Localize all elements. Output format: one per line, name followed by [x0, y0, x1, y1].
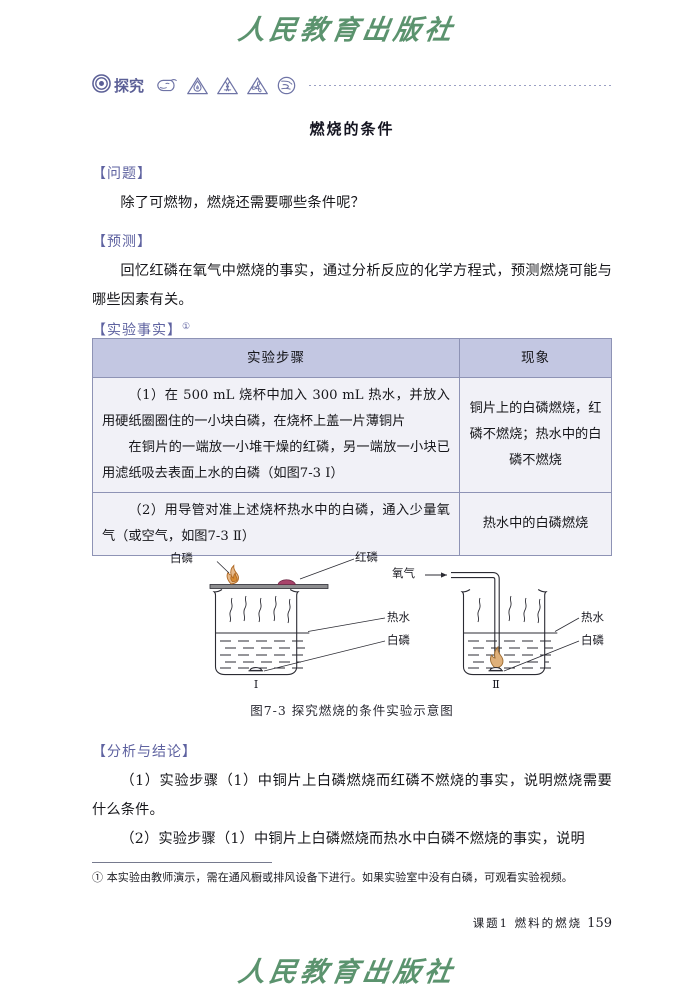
- figure-label-red-phosphorus: 红磷: [355, 550, 378, 564]
- facts-tag: 【实验事实】①: [92, 313, 612, 346]
- table-header-row: 实验步骤 现象: [92, 338, 612, 378]
- step-text: 在铜片的一端放一小堆干燥的红磷，另一端放一小块已用滤纸吸去表面上水的白磷（如图7…: [102, 440, 450, 481]
- figure-label-hot-water-right: 热水: [581, 610, 604, 624]
- explore-label-text: 探究: [114, 76, 145, 95]
- question-block: 【问题】 除了可燃物，燃烧还需要哪些条件呢？: [92, 160, 612, 218]
- figure-label-white-phosphorus-right: 白磷: [581, 633, 604, 647]
- table-row: （2）用导管对准上述烧杯热水中的白磷，通入少量氧气（或空气，如图7-3 Ⅱ） 热…: [92, 492, 612, 556]
- figure-label-oxygen: 氧气: [392, 566, 415, 580]
- figure-numeral-2: Ⅱ: [492, 678, 499, 691]
- analysis-tag: 【分析与结论】: [92, 744, 197, 760]
- footnote-marker: ①: [182, 322, 192, 332]
- goggles-icon: [155, 76, 179, 94]
- figure-svg: Ⅰ: [209, 558, 580, 691]
- explore-header: 探究: [92, 68, 612, 102]
- figure-numeral-1: Ⅰ: [254, 678, 258, 691]
- page-title: 燃烧的条件: [309, 120, 395, 138]
- step-text: （2）用导管对准上述烧杯热水中的白磷，通入少量氧气（或空气，如图7-3 Ⅱ）: [102, 503, 450, 544]
- analysis-block: 【分析与结论】 （1）实验步骤（1）中铜片上白磷燃烧而红磷不燃烧的事实，说明燃烧…: [92, 738, 612, 854]
- predict-tag: 【预测】: [92, 234, 152, 250]
- question-text: 除了可燃物，燃烧还需要哪些条件呢？: [120, 195, 365, 211]
- footnote-text: ① 本实验由教师演示，需在通风橱或排风设备下进行。如果实验室中没有白磷，可观看实…: [92, 871, 573, 884]
- corrosive-warning-icon: [216, 76, 239, 95]
- figure-label-hot-water-left: 热水: [387, 610, 410, 624]
- page-number: 159: [587, 916, 612, 931]
- publisher-logo-bottom: 人民教育出版社: [236, 957, 458, 988]
- handwash-icon: [276, 76, 297, 95]
- step-text: （1）在 500 mL 烧杯中加入 300 mL 热水，并放入用硬纸圈圈住的一小…: [102, 388, 450, 429]
- analysis-item-2: （2）实验步骤（1）中铜片上白磷燃烧而热水中白磷不燃烧的事实，说明: [120, 831, 585, 847]
- figure-label-phosphorus-bottom-left: 白磷: [387, 633, 410, 647]
- question-tag: 【问题】: [92, 166, 152, 182]
- page-footer: 课题1 燃料的燃烧 159: [92, 915, 612, 931]
- safety-icon-row: [155, 76, 297, 95]
- table-header-steps: 实验步骤: [92, 338, 460, 378]
- ventilation-warning-icon: [246, 76, 269, 95]
- table-cell-steps-1: （1）在 500 mL 烧杯中加入 300 mL 热水，并放入用硬纸圈圈住的一小…: [92, 377, 460, 493]
- figure-caption: 图7-3 探究燃烧的条件实验示意图: [250, 703, 454, 718]
- figure-label-white-phosphorus-left: 白磷: [170, 551, 193, 565]
- table-cell-phenomenon-2: 热水中的白磷燃烧: [459, 492, 612, 556]
- flammable-warning-icon: [186, 76, 209, 95]
- header-dotted-rule: [309, 84, 612, 86]
- explore-label-group: 探究: [92, 73, 145, 97]
- publisher-logo-top: 人民教育出版社: [236, 15, 458, 46]
- predict-block: 【预测】 回忆红磷在氧气中燃烧的事实，通过分析反应的化学方程式，预测燃烧可能与哪…: [92, 228, 612, 315]
- footnote-rule: [92, 862, 272, 863]
- target-icon: [92, 73, 111, 97]
- analysis-item-1: （1）实验步骤（1）中铜片上白磷燃烧而红磷不燃烧的事实，说明燃烧需要什么条件。: [92, 773, 612, 818]
- table-header-phenomenon: 现象: [459, 338, 612, 378]
- footer-topic: 课题1 燃料的燃烧: [472, 916, 583, 930]
- table-row: （1）在 500 mL 烧杯中加入 300 mL 热水，并放入用硬纸圈圈住的一小…: [92, 377, 612, 493]
- experiment-table: 实验步骤 现象 （1）在 500 mL 烧杯中加入 300 mL 热水，并放入用…: [92, 338, 612, 556]
- facts-block: 【实验事实】①: [92, 313, 612, 346]
- table-cell-steps-2: （2）用导管对准上述烧杯热水中的白磷，通入少量氧气（或空气，如图7-3 Ⅱ）: [92, 492, 460, 556]
- facts-tag-label: 【实验事实】: [92, 322, 182, 339]
- table-cell-phenomenon-1: 铜片上的白磷燃烧，红磷不燃烧；热水中的白磷不燃烧: [459, 377, 612, 493]
- predict-text: 回忆红磷在氧气中燃烧的事实，通过分析反应的化学方程式，预测燃烧可能与哪些因素有关…: [92, 263, 612, 308]
- experiment-figure: Ⅰ: [92, 548, 612, 723]
